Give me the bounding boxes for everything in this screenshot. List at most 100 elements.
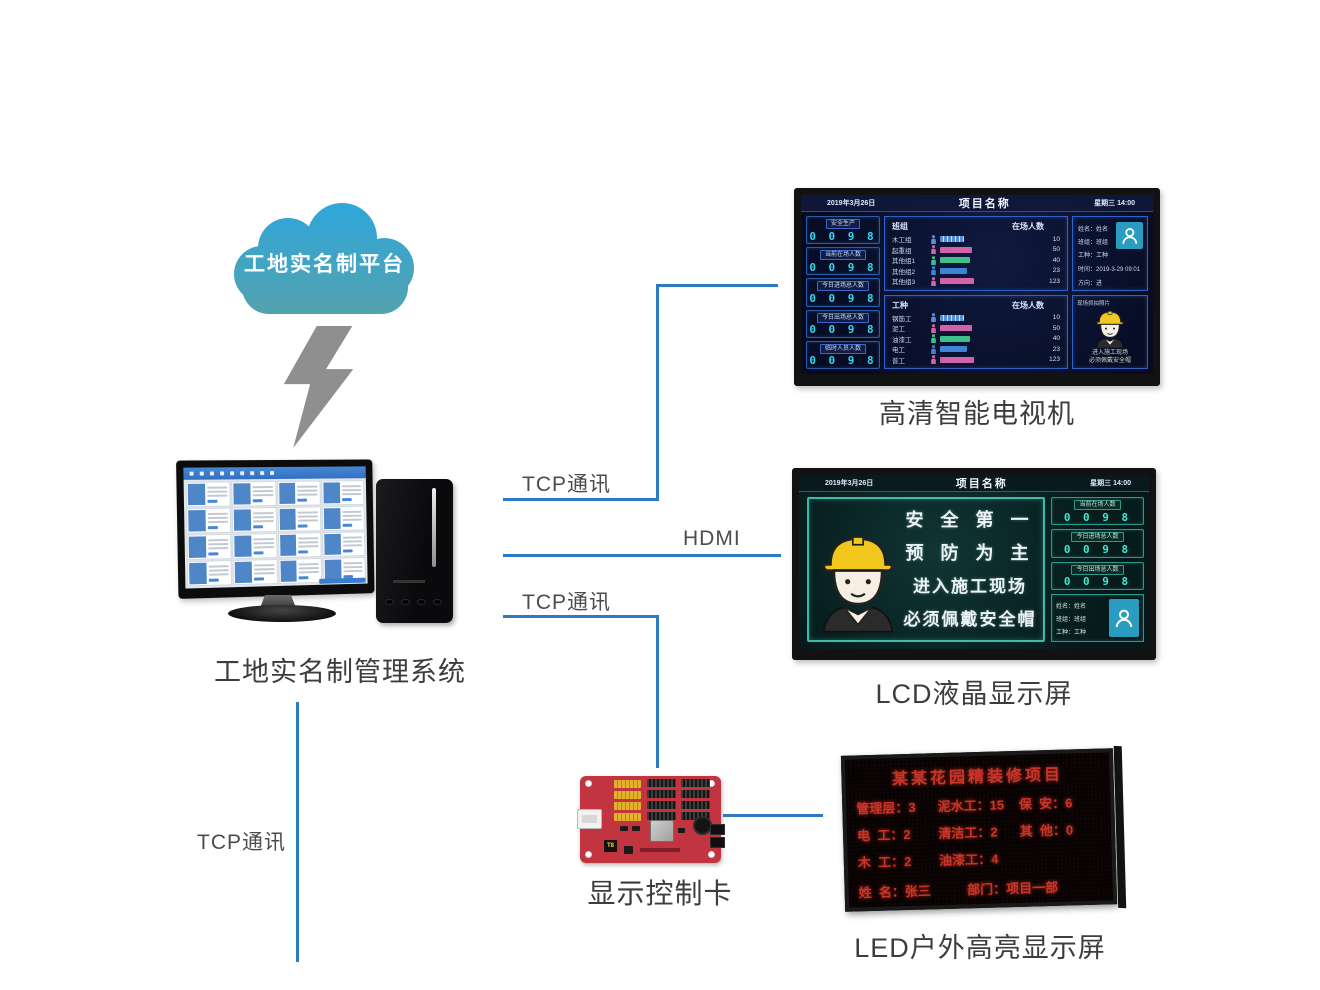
text-line bbox=[206, 485, 228, 489]
text-line bbox=[207, 512, 229, 515]
toolbar-icon[interactable] bbox=[260, 471, 265, 476]
worker-photo bbox=[187, 483, 206, 506]
worker-card[interactable] bbox=[186, 533, 232, 561]
tv-screen-header: 2019年3月26日 项目名称 星期三 14:00 bbox=[801, 195, 1153, 212]
lcd-screen: 2019年3月26日 项目名称 星期三 14:00 安 全 第 一 预 防 为 … bbox=[799, 475, 1149, 649]
text-line bbox=[298, 544, 319, 548]
tv-person-lines: 姓名：姓名 班组：班组 工种：工种 bbox=[1078, 224, 1113, 259]
tcp-label-tv: TCP通讯 bbox=[522, 473, 611, 496]
worker-info bbox=[252, 509, 275, 530]
text-line bbox=[208, 572, 230, 576]
led-project-title: 某某花园精装修项目 bbox=[891, 766, 1064, 789]
text-line bbox=[253, 515, 274, 518]
worker-card[interactable] bbox=[232, 559, 278, 586]
text-line bbox=[297, 510, 318, 514]
worker-info bbox=[297, 508, 319, 529]
text-line bbox=[207, 490, 228, 493]
led-cell: 姓 名：张三 bbox=[858, 883, 932, 901]
row-bar bbox=[940, 278, 974, 285]
text-line bbox=[341, 510, 362, 513]
worker-card[interactable] bbox=[185, 481, 231, 508]
status-chip bbox=[208, 578, 219, 582]
toolbar-icon[interactable] bbox=[220, 471, 225, 476]
led-cell: 泥水工：15 bbox=[937, 797, 1005, 815]
worker-card[interactable] bbox=[277, 532, 322, 558]
tower-port bbox=[433, 599, 443, 605]
tower-trim bbox=[432, 488, 437, 567]
text-line bbox=[207, 520, 229, 523]
toolbar-icon[interactable] bbox=[199, 471, 204, 476]
status-chip bbox=[207, 499, 218, 503]
person-icon bbox=[930, 255, 938, 265]
tv-week-time: 星期三 14:00 bbox=[1094, 200, 1135, 207]
tcp-label-card: TCP通讯 bbox=[522, 591, 611, 614]
tcp-line-to-card bbox=[656, 615, 659, 768]
text-line bbox=[342, 569, 363, 572]
person-icon bbox=[930, 234, 938, 244]
worker-card[interactable] bbox=[321, 505, 365, 532]
text-line bbox=[298, 536, 319, 540]
worker-card[interactable] bbox=[276, 480, 321, 506]
tower-ports bbox=[385, 599, 443, 605]
worker-info bbox=[253, 561, 276, 583]
worker-card[interactable] bbox=[232, 533, 278, 560]
connector-yellow bbox=[614, 791, 641, 799]
worker-cartoon-icon bbox=[1096, 311, 1124, 348]
row-value: 50 bbox=[1052, 324, 1060, 332]
worker-photo bbox=[234, 509, 252, 531]
toolbar-icon[interactable] bbox=[240, 471, 245, 476]
row-name: 其他组1 bbox=[892, 258, 916, 266]
toolbar-icon[interactable] bbox=[209, 471, 215, 476]
led-cell: 部门：项目一部 bbox=[966, 879, 1059, 898]
worker-card[interactable] bbox=[231, 481, 277, 507]
text-line bbox=[252, 511, 274, 514]
tcp-line-to-card bbox=[503, 615, 659, 618]
row-bar bbox=[940, 314, 964, 321]
stat-value: 0 0 9 8 bbox=[809, 354, 877, 368]
led-cell: 保 安：6 bbox=[1018, 795, 1073, 812]
text-line bbox=[342, 535, 363, 539]
toolbar-icon[interactable] bbox=[189, 471, 194, 476]
row-value: 123 bbox=[1049, 356, 1060, 364]
row-bar bbox=[940, 236, 964, 243]
worker-card[interactable] bbox=[278, 557, 322, 584]
stat-value: 0 0 9 8 bbox=[1063, 510, 1132, 524]
worker-photo bbox=[280, 560, 298, 582]
tv-caption: 高清智能电视机 bbox=[879, 399, 1075, 429]
toolbar-icon[interactable] bbox=[230, 471, 235, 476]
text-line bbox=[298, 566, 319, 569]
status-chip bbox=[341, 497, 352, 501]
worker-card[interactable] bbox=[231, 507, 277, 533]
toolbar-icon[interactable] bbox=[270, 471, 275, 476]
worker-card[interactable] bbox=[322, 531, 366, 557]
led-cell: 油漆工：4 bbox=[938, 851, 999, 869]
person-icon bbox=[930, 344, 938, 354]
text-line bbox=[208, 564, 229, 568]
text-line bbox=[253, 567, 275, 571]
management-pc-monitor bbox=[176, 459, 375, 599]
snapshot-title: 现场抓拍照片 bbox=[1077, 301, 1111, 307]
worker-card[interactable] bbox=[277, 506, 322, 532]
panel-col1-label: 工种 bbox=[892, 300, 908, 310]
text-line bbox=[252, 489, 273, 492]
toolbar-icon[interactable] bbox=[250, 471, 255, 476]
text-line bbox=[342, 543, 363, 547]
snapshot-slogan-line2: 必须佩戴安全帽 bbox=[1088, 358, 1131, 364]
worker-card[interactable] bbox=[321, 480, 365, 506]
panel-header: 工种在场人数 bbox=[892, 300, 1060, 311]
text-line bbox=[253, 545, 274, 548]
worker-card[interactable] bbox=[187, 560, 233, 587]
connector-yellow bbox=[614, 780, 641, 788]
computer-caption: 工地实名制管理系统 bbox=[214, 657, 466, 687]
text-line bbox=[253, 537, 274, 540]
person-icon bbox=[930, 266, 938, 276]
tcp-line-to-tv bbox=[503, 498, 659, 501]
worker-card[interactable] bbox=[186, 507, 232, 534]
